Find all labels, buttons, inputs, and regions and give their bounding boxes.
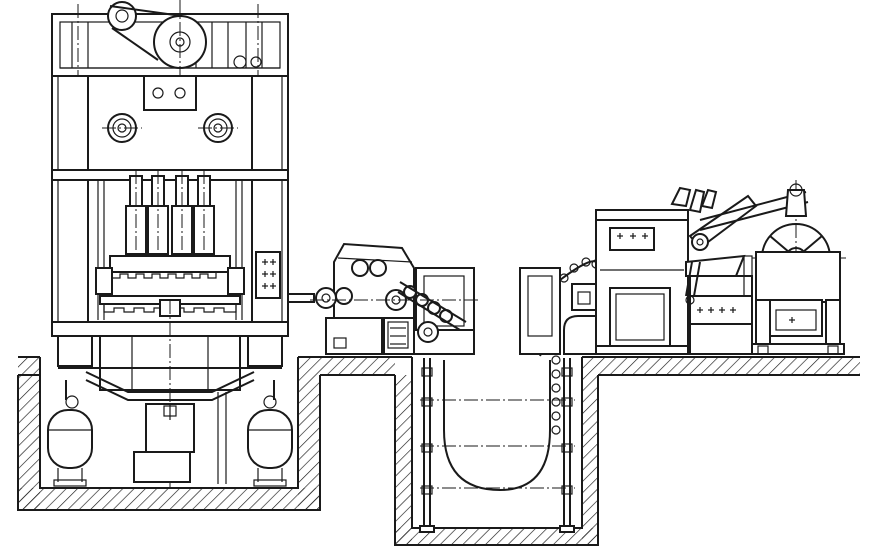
- loop-sensor-chain: [551, 355, 561, 435]
- loop-pit: [419, 329, 575, 533]
- straightener-feeder: [287, 242, 480, 355]
- leveler-cabinet-small: [519, 267, 561, 355]
- die-cushion-tank-right: [247, 409, 293, 487]
- ground-foundation: [17, 356, 860, 546]
- press: [47, 0, 293, 488]
- leveler: [519, 209, 689, 355]
- press-slide: [109, 255, 231, 273]
- uncoiler: [670, 180, 846, 355]
- die-cushion-tank-left: [47, 409, 93, 487]
- connecting-rods: [125, 170, 215, 262]
- strip-loop: [443, 360, 551, 492]
- press-control-panel: [255, 251, 281, 299]
